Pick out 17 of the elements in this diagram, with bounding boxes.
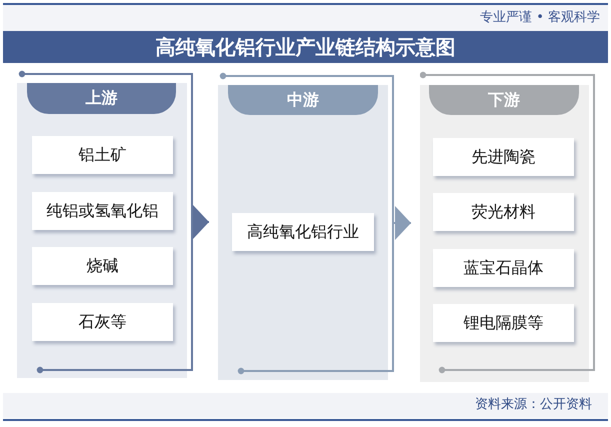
chain-item-card: 纯铝或氢氧化铝 [32,192,173,230]
chain-item-card: 高纯氧化铝行业 [232,213,374,251]
stage-heading-tab: 上游 [27,83,176,114]
chevron-arrow [193,205,209,239]
chain-item-card: 荧光材料 [433,193,574,231]
source-note: 资料来源：公开资料 [475,397,592,413]
slogan-text: 专业严谨 • 客观科学 [480,10,600,26]
chain-item-card: 石灰等 [32,303,173,341]
chain-item-card: 蓝宝石晶体 [433,249,574,287]
chevron-arrow [394,206,411,240]
chain-item-card: 锂电隔膜等 [433,304,574,342]
chain-item-card: 先进陶瓷 [433,138,574,176]
stage-heading-tab: 下游 [429,85,579,115]
chain-item-card: 烧碱 [32,247,173,285]
title-banner: 高纯氧化铝行业产业链结构示意图 [3,31,608,63]
chain-item-card: 铝土矿 [32,136,173,174]
stage-heading-tab: 中游 [228,85,378,115]
